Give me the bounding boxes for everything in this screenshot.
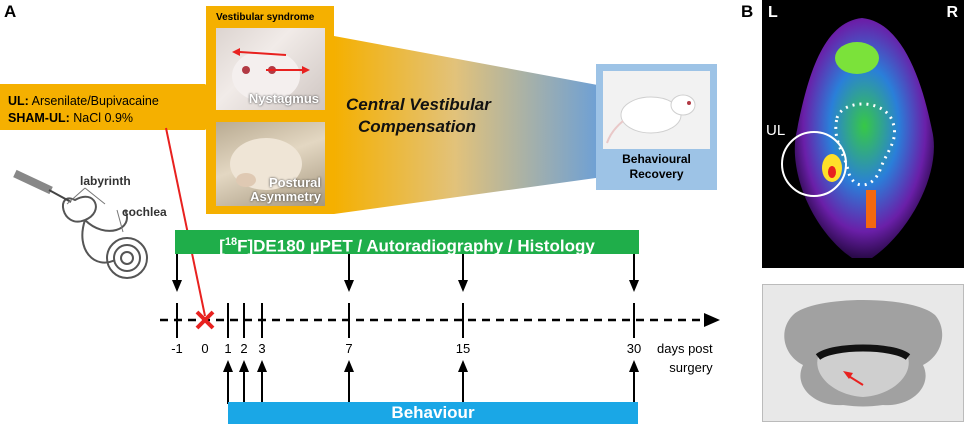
pet-right-label: R	[946, 4, 958, 21]
autoradiography-image	[762, 284, 964, 422]
cochlea-label: cochlea	[122, 205, 167, 219]
sham-text: NaCl 0.9%	[73, 111, 134, 125]
compensation-label: Central Vestibular Compensation	[346, 94, 491, 138]
postural-photo: Postural Asymmetry	[216, 122, 325, 206]
inner-ear-illustration	[13, 169, 148, 279]
nystagmus-label: Nystagmus	[248, 91, 319, 106]
tick-label: -1	[171, 341, 183, 356]
recovery-line1: Behavioural	[622, 152, 691, 166]
postural-label: Postural Asymmetry	[250, 176, 321, 204]
tick-label: 3	[258, 341, 266, 356]
tick-label: 15	[455, 341, 471, 356]
days-line1: days post	[657, 341, 713, 356]
treatment-text: UL: Arsenilate/Bupivacaine SHAM-UL: NaCl…	[8, 93, 159, 127]
recovery-photo	[603, 71, 710, 149]
sham-label: SHAM-UL:	[8, 111, 70, 125]
ul-label: UL:	[8, 94, 29, 108]
tick-label: 2	[240, 341, 248, 356]
imaging-bar: [18F]DE180 µPET / Autoradiography / Hist…	[175, 230, 639, 256]
compensation-line2: Compensation	[358, 117, 477, 136]
labyrinth-label: labyrinth	[80, 174, 131, 188]
postural-label-line1: Postural	[268, 175, 321, 190]
tick-label: 1	[224, 341, 232, 356]
treatment-arrow	[0, 84, 232, 130]
pet-scan-image: L R UL	[762, 0, 964, 268]
days-post-surgery-label: days post surgery	[657, 339, 713, 377]
vestibular-title: Vestibular syndrome	[216, 12, 315, 23]
postural-label-line2: Asymmetry	[250, 189, 321, 204]
panel-a-letter: A	[4, 2, 17, 21]
surgery-mark	[195, 310, 215, 330]
injection-line	[165, 127, 206, 317]
behaviour-bar: Behaviour	[228, 402, 638, 424]
timeline-arrowhead	[704, 313, 720, 327]
pet-left-label: L	[768, 4, 778, 21]
compensation-funnel	[334, 36, 603, 214]
compensation-line1: Central Vestibular	[346, 95, 491, 114]
recovery-label: Behavioural Recovery	[596, 152, 717, 182]
pet-ul-label: UL	[766, 122, 786, 139]
tick-label: 30	[626, 341, 642, 356]
tick-label: 0	[201, 341, 209, 356]
ul-text: Arsenilate/Bupivacaine	[31, 94, 159, 108]
tick-label: 7	[345, 341, 353, 356]
panel-b-letter: B	[741, 2, 754, 21]
nystagmus-photo: Nystagmus	[216, 28, 325, 110]
days-line2: surgery	[669, 360, 713, 375]
recovery-line2: Recovery	[629, 167, 684, 181]
